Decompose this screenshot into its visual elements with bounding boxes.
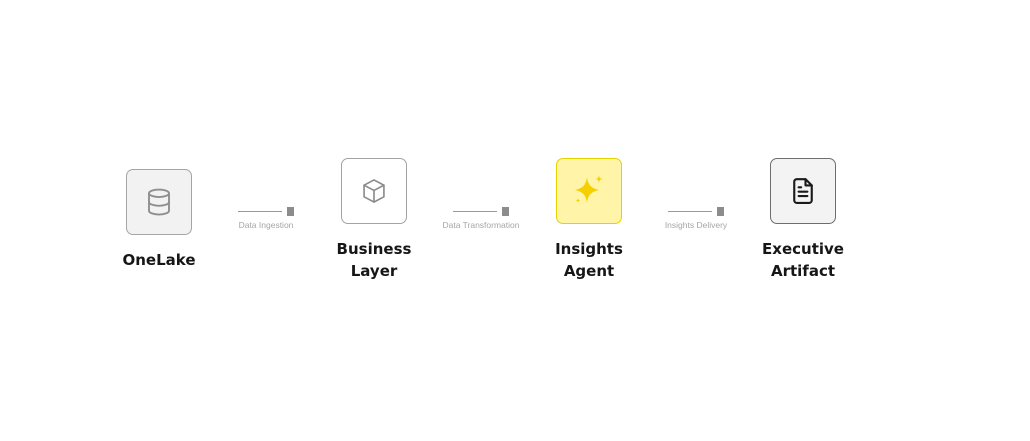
database-icon xyxy=(148,188,170,216)
business-layer-box xyxy=(341,158,407,224)
connector-end-marker xyxy=(287,207,294,216)
node-label-business-layer: Business Layer xyxy=(336,240,412,280)
connector-label: Data Transformation xyxy=(442,220,520,230)
cube-icon xyxy=(363,179,385,203)
connector-data-ingestion: Data Ingestion xyxy=(211,207,321,230)
connector-data-transformation: Data Transformation xyxy=(426,207,536,230)
document-icon xyxy=(793,178,813,204)
connector-end-marker xyxy=(717,207,724,216)
connector-arrow xyxy=(238,207,294,216)
node-label-onelake: OneLake xyxy=(122,251,196,269)
connector-end-marker xyxy=(502,207,509,216)
node-executive-artifact: Executive Artifact xyxy=(733,158,873,282)
node-label-executive-artifact: Executive Artifact xyxy=(762,240,844,280)
connector-label: Data Ingestion xyxy=(238,220,294,230)
node-label-insights-agent: Insights Agent xyxy=(555,240,623,280)
connector-arrow xyxy=(453,207,509,216)
node-onelake: OneLake xyxy=(89,169,229,271)
connector-insights-delivery: Insights Delivery xyxy=(641,207,751,230)
onelake-box xyxy=(126,169,192,235)
sparkle-icon xyxy=(575,175,603,203)
node-business-layer: Business Layer xyxy=(304,158,444,282)
connector-line xyxy=(668,211,712,212)
connector-line xyxy=(453,211,497,212)
node-insights-agent: Insights Agent xyxy=(519,158,659,282)
connector-arrow xyxy=(668,207,724,216)
connector-label: Insights Delivery xyxy=(664,220,728,230)
insights-agent-box xyxy=(556,158,622,224)
executive-artifact-box xyxy=(770,158,836,224)
connector-line xyxy=(238,211,282,212)
